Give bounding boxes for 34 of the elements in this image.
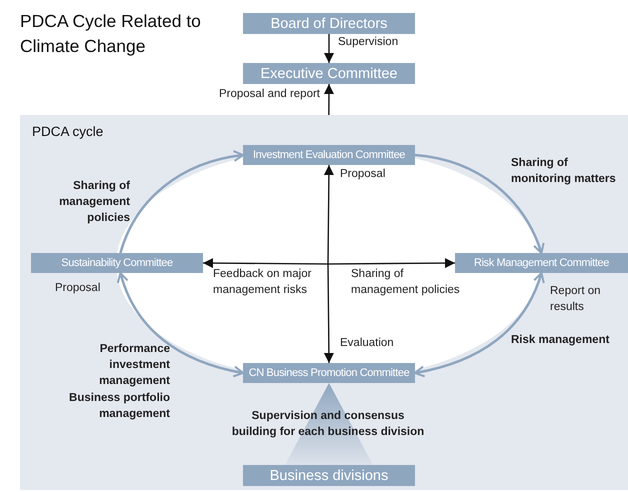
cycle-arrow (414, 154, 544, 254)
edge-label: Supervision (338, 35, 400, 50)
arrow (328, 258, 455, 268)
cycle-panel (20, 115, 628, 490)
arrow (324, 165, 334, 264)
cycle-arrow (414, 272, 544, 378)
arrow (324, 84, 334, 115)
note-label: Report on results (550, 284, 602, 315)
committee-box: Board of Directors (243, 13, 415, 34)
note-label: Proposal (55, 281, 102, 296)
arrow (324, 34, 334, 63)
edge-label: Risk management (511, 333, 610, 348)
cycle-arrow (119, 150, 244, 254)
committee-box: Risk Management Committee (455, 253, 628, 273)
arrow (203, 258, 328, 268)
edge-label: Performance investment management (98, 342, 170, 389)
note-label: Business portfolio management (68, 391, 170, 422)
panel-title: PDCA cycle (32, 124, 104, 139)
supervision-wedge (285, 383, 373, 465)
edge-label: Evaluation (340, 336, 395, 351)
edge-label: Proposal (340, 167, 386, 182)
edge-label: Proposal and report (218, 87, 320, 102)
edge-label: Supervision and consensus building for each business division (230, 409, 426, 440)
committee-box: Investment Evaluation Committee (243, 145, 415, 165)
edge-label: Sharing of management policies (58, 179, 130, 226)
committee-box: Business divisions (243, 465, 415, 486)
edge-label: Feedback on major management risks (213, 267, 312, 298)
edge-label: Sharing of monitoring matters (511, 156, 617, 187)
diagram-title: PDCA Cycle Related to Climate Change (20, 10, 202, 58)
arrow (324, 264, 334, 363)
committee-box: Sustainability Committee (31, 253, 203, 273)
cycle-arrow (117, 272, 244, 378)
committee-box: Executive Committee (243, 63, 415, 84)
committee-box: CN Business Promotion Committee (243, 363, 415, 383)
